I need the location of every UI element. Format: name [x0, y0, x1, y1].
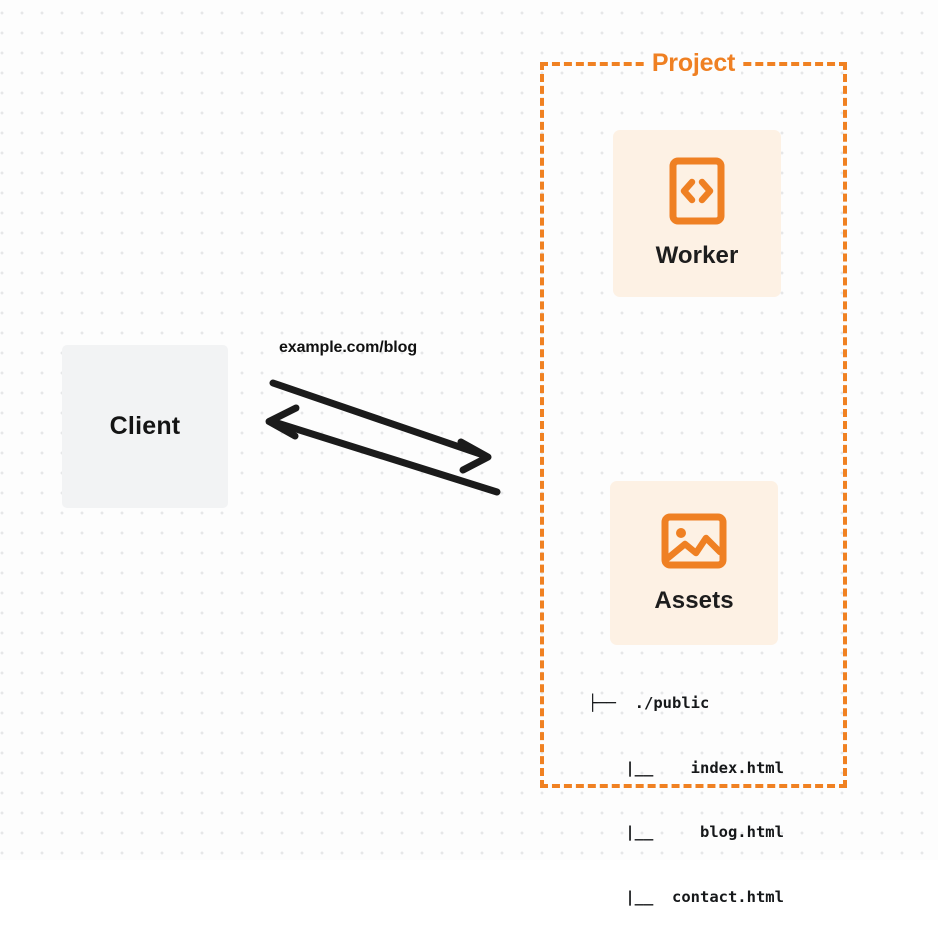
file-tree-row: |__ contact.html [588, 887, 784, 906]
connection-arrows [265, 379, 501, 496]
project-container: Project [540, 49, 847, 788]
file-tree-row: |__ blog.html [588, 823, 784, 841]
assets-node[interactable]: Assets [610, 481, 778, 645]
worker-label: Worker [655, 242, 739, 269]
project-title: Project [544, 49, 843, 78]
worker-node[interactable]: Worker [613, 130, 781, 297]
client-label: Client [109, 412, 181, 440]
file-tree-row: ├── ./public [588, 694, 710, 712]
diagram-canvas: Client example.com/blog Project Wor [0, 0, 938, 906]
file-tree-row: |__ index.html [588, 758, 784, 777]
client-node[interactable]: Client [62, 345, 228, 508]
connection-label: example.com/blog [279, 339, 417, 356]
assets-label: Assets [654, 586, 734, 614]
response-arrow [265, 404, 501, 496]
request-arrow [269, 379, 492, 474]
project-title-text: Project [645, 49, 742, 77]
image-icon [661, 512, 727, 570]
file-tree: ├── ./public |__ index.html |__ blog.htm… [588, 650, 784, 951]
code-file-icon [669, 157, 725, 225]
